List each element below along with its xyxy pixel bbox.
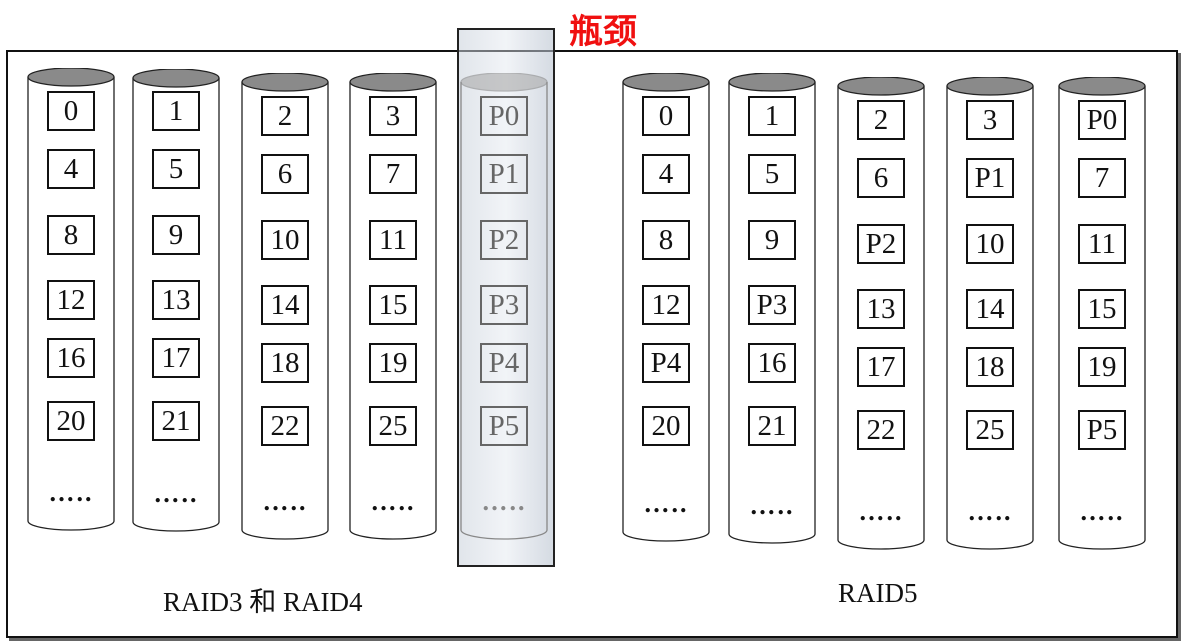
stripe-block: 17 [152, 338, 200, 378]
bottleneck-highlight [457, 28, 555, 567]
more-blocks-ellipsis: ….. [48, 478, 94, 507]
stripe-block: 7 [369, 154, 417, 194]
stripe-block: 0 [47, 91, 95, 131]
stripe-block: 11 [369, 220, 417, 260]
more-blocks-ellipsis: ….. [481, 487, 527, 516]
stripe-block: P0 [1078, 100, 1126, 140]
stripe-block: 18 [966, 347, 1014, 387]
stripe-block: P1 [966, 158, 1014, 198]
stripe-block: 20 [47, 401, 95, 441]
stripe-block: 19 [1078, 347, 1126, 387]
stripe-block: P4 [642, 343, 690, 383]
stripe-block: 12 [642, 285, 690, 325]
disk-cylinder-icon [460, 73, 548, 540]
stripe-block: 8 [47, 215, 95, 255]
stripe-block: 6 [261, 154, 309, 194]
more-blocks-ellipsis: ….. [749, 491, 795, 520]
stripe-block: P2 [480, 220, 528, 260]
more-blocks-ellipsis: ….. [370, 487, 416, 516]
stripe-block: 21 [748, 406, 796, 446]
more-blocks-ellipsis: ….. [1079, 497, 1125, 526]
stripe-block: 18 [261, 343, 309, 383]
stripe-block: 12 [47, 280, 95, 320]
stripe-block: 9 [748, 220, 796, 260]
raid34-disk-1: 1 5 9 13 17 21 ….. [132, 69, 220, 532]
stripe-block: 10 [966, 224, 1014, 264]
raid34-disk-3: 3 7 11 15 19 25 ….. [349, 73, 437, 540]
raid34-label: RAID3 和 RAID4 [163, 587, 363, 617]
more-blocks-ellipsis: ….. [262, 487, 308, 516]
stripe-block: P4 [480, 343, 528, 383]
stripe-block: 11 [1078, 224, 1126, 264]
stripe-block: 0 [642, 96, 690, 136]
stripe-block: 10 [261, 220, 309, 260]
stripe-block: 5 [748, 154, 796, 194]
stripe-block: 6 [857, 158, 905, 198]
stripe-block: P0 [480, 96, 528, 136]
stripe-block: 14 [261, 285, 309, 325]
more-blocks-ellipsis: ….. [153, 479, 199, 508]
stripe-block: 25 [369, 406, 417, 446]
stripe-block: 15 [1078, 289, 1126, 329]
stripe-block: 22 [261, 406, 309, 446]
stripe-block: 1 [152, 91, 200, 131]
stripe-block: 13 [857, 289, 905, 329]
stripe-block: 14 [966, 289, 1014, 329]
stripe-block: 9 [152, 215, 200, 255]
stripe-block: P5 [1078, 410, 1126, 450]
stripe-block: P1 [480, 154, 528, 194]
stripe-block: 4 [642, 154, 690, 194]
more-blocks-ellipsis: ….. [643, 489, 689, 518]
stripe-block: P3 [480, 285, 528, 325]
stripe-block: 7 [1078, 158, 1126, 198]
raid5-label: RAID5 [838, 578, 918, 608]
more-blocks-ellipsis: ….. [858, 497, 904, 526]
stripe-block: 2 [857, 100, 905, 140]
stripe-block: P3 [748, 285, 796, 325]
raid34-disk-2: 2 6 10 14 18 22 ….. [241, 73, 329, 540]
stripe-block: 4 [47, 149, 95, 189]
stripe-block: 13 [152, 280, 200, 320]
stripe-block: P2 [857, 224, 905, 264]
stripe-block: P5 [480, 406, 528, 446]
stripe-block: 15 [369, 285, 417, 325]
stripe-block: 16 [748, 343, 796, 383]
stripe-block: 19 [369, 343, 417, 383]
raid34-disk-0: 0 4 8 12 16 20 ….. [27, 68, 115, 531]
more-blocks-ellipsis: ….. [967, 497, 1013, 526]
stripe-block: 1 [748, 96, 796, 136]
stripe-block: 3 [966, 100, 1014, 140]
stripe-block: 3 [369, 96, 417, 136]
stripe-block: 16 [47, 338, 95, 378]
stripe-block: 5 [152, 149, 200, 189]
stripe-block: 21 [152, 401, 200, 441]
stripe-block: 25 [966, 410, 1014, 450]
stripe-block: 17 [857, 347, 905, 387]
stripe-block: 2 [261, 96, 309, 136]
bottleneck-label: 瓶颈 [569, 12, 637, 52]
stripe-block: 22 [857, 410, 905, 450]
stripe-block: 20 [642, 406, 690, 446]
stripe-block: 8 [642, 220, 690, 260]
